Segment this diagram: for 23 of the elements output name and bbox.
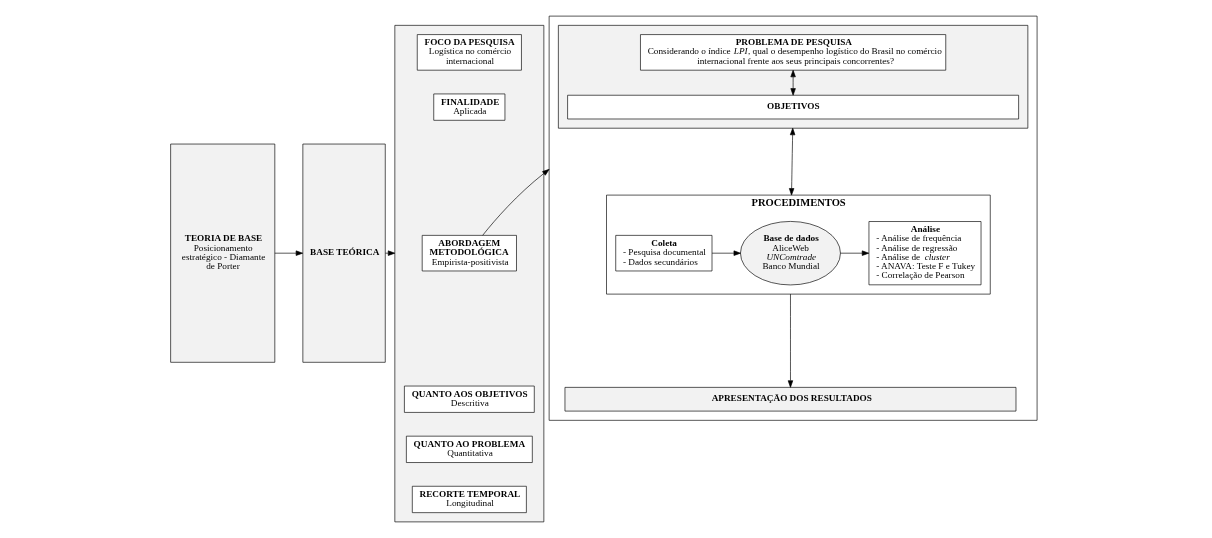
cluster — [557, 25, 1028, 129]
arrow — [788, 127, 795, 196]
node-box: PROBLEMA DE PESQUISA Considerando o índice LPI, qual o desempenho logístico do Brasil no comércio internacional frente aos seus principais concorrentes? — [639, 34, 946, 71]
arrow — [274, 250, 303, 256]
node-box: FINALIDADE Aplicada — [432, 93, 505, 121]
node-box: QUANTO AOS OBJETIVOS Descritiva — [403, 385, 535, 413]
node-ellipse: Base de dados AliceWeb UNComtrade Banco Mundial — [739, 221, 841, 286]
node-box: RECORTE TEMPORAL Longitudinal — [411, 485, 527, 513]
node-box: ABORDAGEM METODOLÓGICA Empirista-positivista — [421, 235, 517, 272]
node-box: FOCO DA PESQUISA Logística no comércio internacional — [416, 34, 522, 71]
node-box: TEORIA DE BASE Posicionamento estratégico - Diamante de Porter — [169, 143, 275, 363]
node-box: OBJETIVOS — [566, 94, 1019, 120]
node-box: Análise - Análise de frequência - Análise de regressão - Análise de cluster - ANAVA: Teste F e Tukey - Correlação de Pearson — [868, 221, 981, 286]
arrow — [789, 69, 796, 96]
node-box: Coleta - Pesquisa documental - Dados secundários — [614, 235, 712, 272]
arrow — [787, 293, 793, 388]
arrow — [839, 250, 869, 256]
arrow — [481, 169, 549, 236]
node-box: QUANTO AO PROBLEMA Quantitativa — [405, 435, 533, 463]
arrow — [711, 250, 741, 256]
cluster — [548, 15, 1037, 421]
node-box: APRESENTAÇÃO DOS RESULTADOS — [564, 387, 1016, 412]
arrow — [384, 250, 395, 256]
